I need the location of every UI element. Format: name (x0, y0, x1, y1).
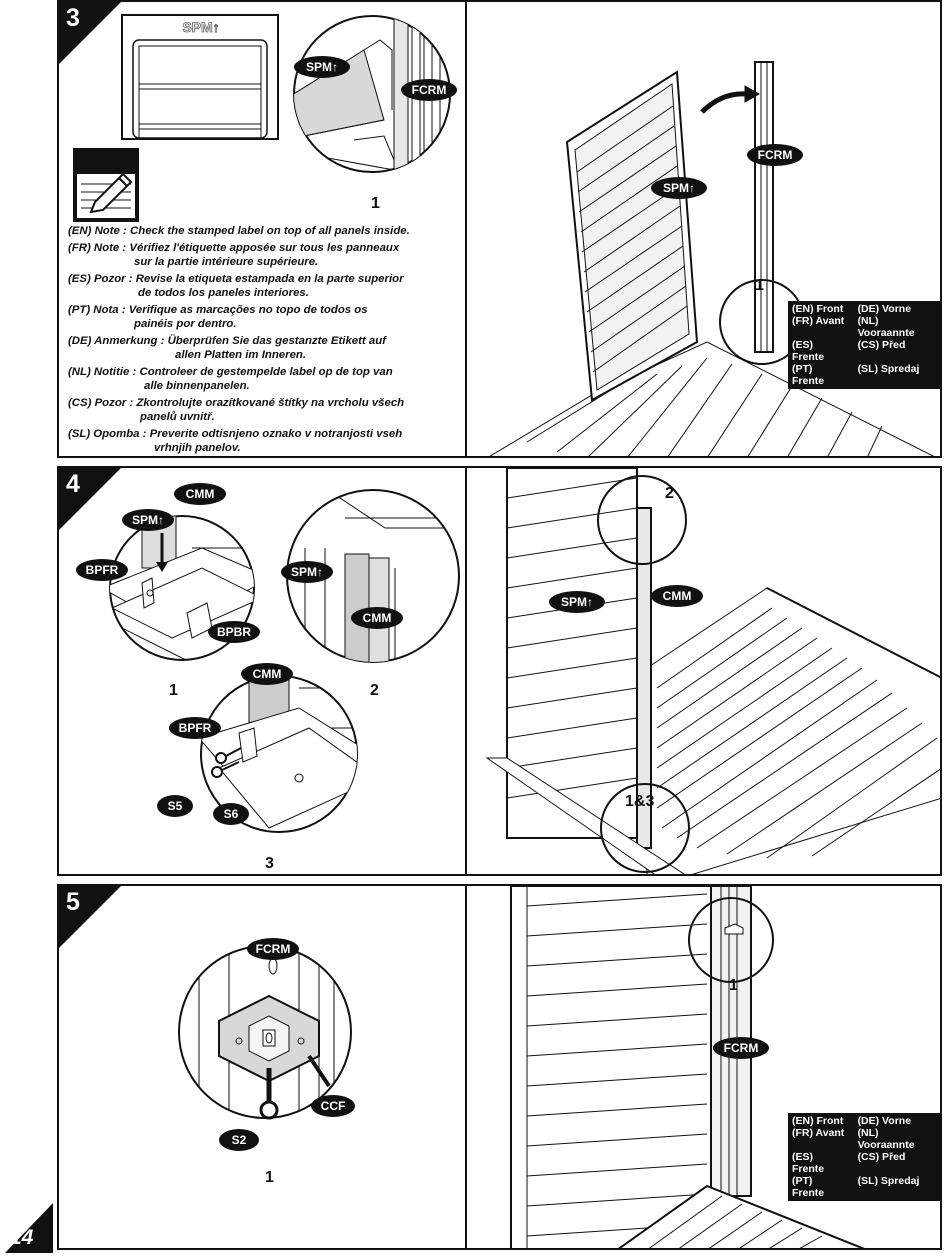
step-4-panel: 4 SPM↑ CMM BPFR BPBR 1 (57, 466, 942, 876)
s2-label: S2 (232, 1133, 247, 1147)
fcrm-label: FCRM (412, 83, 447, 97)
step-5-main-illustration: 1 FCRM (510, 886, 865, 1248)
s6-label: S6 (224, 807, 239, 821)
main-callout-2: 2 (665, 485, 674, 502)
step-number-badge (59, 468, 121, 530)
svg-text:2: 2 (370, 682, 379, 699)
bpfr-label: BPFR (179, 721, 212, 735)
fcrm-label: FCRM (256, 942, 291, 956)
step-number: 3 (66, 4, 80, 32)
detail-circle-1: SPM↑ CMM BPFR BPBR (76, 483, 260, 661)
note-sl: (SL) Opomba : Preverite odtisnjeno oznak… (68, 428, 403, 454)
spm-label: SPM↑ (291, 565, 323, 579)
spm-label: SPM↑ (306, 60, 338, 74)
main-callout-1-3: 1&3 (625, 793, 654, 810)
stamped-label-inset: SPM↑ (121, 14, 279, 140)
svg-text:3: 3 (265, 855, 274, 872)
bpbr-label: BPBR (217, 625, 251, 639)
cmm-label: CMM (186, 487, 215, 501)
detail-1-number: 1 (371, 195, 380, 212)
detail-circle-1: FCRM CCF S2 (178, 938, 355, 1151)
step-divider (465, 468, 467, 874)
detail-2-number: 2 (370, 682, 379, 699)
step-4-main-illustration: 2 1&3 SPM↑ CMM (485, 468, 940, 874)
main-cmm-label: CMM (663, 589, 692, 603)
step-3-main-illustration: SPM↑ FCRM 1 (489, 61, 935, 456)
spm-label: SPM↑ (132, 513, 164, 527)
step-divider (465, 2, 467, 456)
detail-1-number: 1 (265, 1169, 274, 1186)
detail-circle-3: CMM BPFR S5 S6 (157, 663, 358, 833)
step-3-panel: 3 SPM↑ (57, 0, 942, 458)
svg-text:1: 1 (169, 682, 178, 699)
note-pt: (PT) Nota : Verifique as marcações no to… (68, 304, 368, 330)
note-cs: (CS) Pozor : Zkontrolujte orazítkované š… (68, 397, 405, 423)
note-de: (DE) Anmerkung : Überprüfen Sie das gest… (68, 335, 386, 361)
step-number-badge (59, 2, 121, 64)
detail-circle-1: SPM↑ FCRM (293, 15, 457, 173)
detail-1-number: 1 (169, 682, 178, 699)
step-number-badge (59, 886, 121, 948)
multilingual-notes: (EN) Note : Check the stamped label on t… (68, 224, 458, 456)
note-en: (EN) Note : Check the stamped label on t… (68, 225, 410, 237)
note-nl: (NL) Notitie : Controleer de gestempelde… (68, 366, 393, 392)
step-divider (465, 886, 467, 1248)
main-callout-1: 1 (729, 977, 738, 994)
direction-legend: (EN) Front(DE) Vorne (FR) Avant(NL) Voor… (788, 1113, 940, 1201)
page-number-badge (5, 1203, 53, 1253)
svg-text:1: 1 (371, 195, 380, 212)
s5-label: S5 (168, 799, 183, 813)
svg-text:1: 1 (265, 1169, 274, 1186)
stamped-spm-text: SPM↑ (182, 19, 219, 35)
note-fr: (FR) Note : Vérifiez l'étiquette apposée… (68, 242, 400, 268)
step-number: 5 (66, 888, 80, 916)
note-es: (ES) Pozor : Revise la etiqueta estampad… (68, 273, 404, 299)
cmm-label: CMM (363, 611, 392, 625)
detail-circle-2: SPM↑ CMM (281, 489, 460, 663)
step-number: 4 (66, 470, 80, 498)
pencil-note-icon (73, 148, 139, 222)
main-fcrm-label: FCRM (758, 148, 793, 162)
page-number: 14 (10, 1226, 34, 1249)
cmm-label: CMM (253, 667, 282, 681)
main-callout-1: 1 (755, 277, 764, 294)
main-spm-label: SPM↑ (561, 595, 593, 609)
main-fcrm-label: FCRM (724, 1041, 759, 1055)
detail-3-number: 3 (265, 855, 274, 872)
ccf-label: CCF (321, 1099, 346, 1113)
direction-legend: (EN) Front(DE) Vorne (FR) Avant(NL) Voor… (788, 301, 940, 389)
bpfr-label: BPFR (86, 563, 119, 577)
main-spm-label: SPM↑ (663, 181, 695, 195)
step-5-panel: 5 FCRM CCF S2 1 (57, 884, 942, 1250)
